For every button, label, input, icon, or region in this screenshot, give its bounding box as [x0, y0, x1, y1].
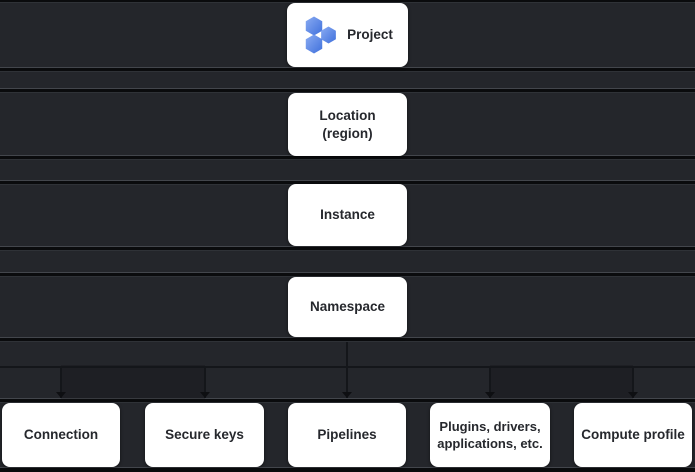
node-namespace: Namespace: [288, 277, 407, 337]
separator-line: [0, 398, 695, 403]
node-label: Connection: [23, 427, 99, 442]
arrowhead-down-icon: [485, 392, 495, 398]
node-instance: Instance: [288, 184, 407, 246]
connector-shade: [490, 365, 633, 399]
connector-drop: [60, 366, 62, 398]
arrowhead-down-icon: [628, 392, 638, 398]
connector-drop: [204, 366, 206, 398]
connector-drop: [632, 366, 634, 398]
node-location: Location (region): [288, 93, 407, 156]
node-label: Pipelines: [317, 427, 377, 442]
node-label: Instance: [320, 207, 375, 222]
separator-line: [0, 88, 695, 93]
connector-shade: [61, 365, 205, 399]
node-label: (region): [322, 125, 373, 141]
separator-line: [0, 272, 695, 277]
separator-line: [0, 337, 695, 342]
hexagon-cluster-icon: [305, 16, 336, 54]
arrowhead-down-icon: [56, 392, 66, 398]
node-label: Secure keys: [165, 427, 244, 442]
node-project: Project: [287, 3, 408, 67]
separator-line: [0, 67, 695, 72]
node-label: Plugins, drivers,: [439, 419, 541, 434]
arrowhead-down-icon: [342, 392, 352, 398]
node-label: Namespace: [309, 299, 386, 314]
node-connection: Connection: [2, 403, 120, 467]
node-label: Location: [319, 107, 376, 123]
arrowhead-down-icon: [200, 392, 210, 398]
node-label: Project: [347, 27, 393, 42]
connector-drop: [489, 366, 491, 398]
connector-stem: [346, 342, 348, 367]
node-compute-profile: Compute profile: [574, 403, 692, 467]
separator-line: [0, 0, 695, 3]
node-label: applications, etc.: [437, 436, 543, 451]
node-secure-keys: Secure keys: [145, 403, 264, 467]
separator-line: [0, 467, 695, 472]
separator-line: [0, 246, 695, 251]
node-label: Compute profile: [581, 427, 685, 442]
connector-drop: [346, 366, 348, 398]
node-pipelines: Pipelines: [288, 403, 406, 467]
node-plugins: Plugins, drivers, applications, etc.: [430, 403, 550, 467]
